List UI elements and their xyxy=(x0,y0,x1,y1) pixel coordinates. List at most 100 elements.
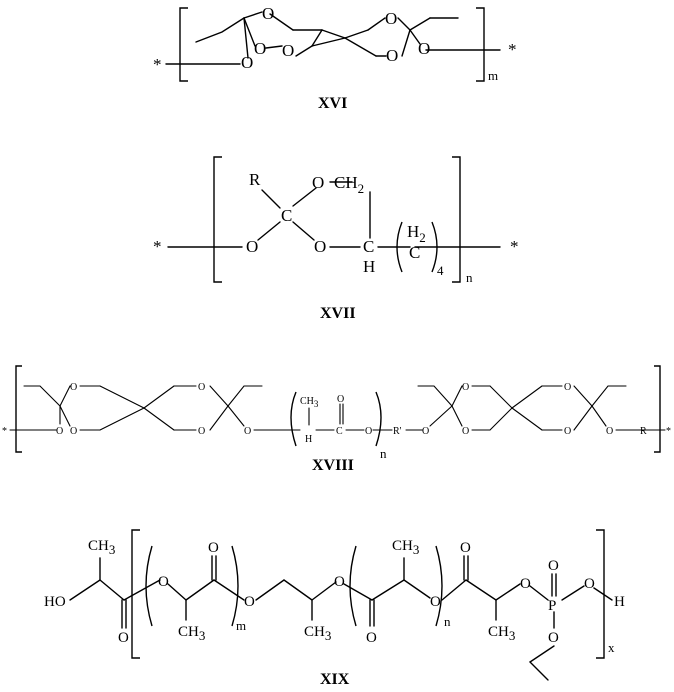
bond xyxy=(402,30,410,56)
bracket-right-xvi xyxy=(476,8,484,81)
bond xyxy=(372,580,404,600)
end-star-right: * xyxy=(510,237,519,256)
bracket-right-xviii xyxy=(654,366,660,452)
structure-xvi: * * m O O O O O O O XVI xyxy=(153,4,517,112)
atom-o: O xyxy=(564,382,571,393)
bond xyxy=(258,222,280,240)
bond xyxy=(210,386,228,406)
atom-o: O xyxy=(606,426,613,437)
atom-ch3: CH3 xyxy=(178,624,205,643)
atom-r: R xyxy=(249,170,261,189)
atom-o: O xyxy=(198,382,205,393)
bond xyxy=(144,386,174,408)
bracket-left-xvi xyxy=(180,8,188,81)
repeat-index-4: 4 xyxy=(437,263,444,278)
bond xyxy=(574,386,592,406)
bond xyxy=(100,408,144,430)
bond xyxy=(574,406,592,430)
bracket-right-xvii xyxy=(452,157,460,282)
bond xyxy=(430,406,452,426)
atom-ch3: CH3 xyxy=(304,624,331,643)
atom-o: O xyxy=(462,382,469,393)
atom-ch3: CH3 xyxy=(88,538,115,557)
bond xyxy=(466,580,496,600)
structure-xvii: * * n R C O CH2 C H O O H2 C 4 XVII xyxy=(153,157,519,322)
structure-xix: CH3 HO O x m O CH3 O O CH3 O n xyxy=(44,530,625,688)
bond xyxy=(496,584,520,600)
atom-o: O xyxy=(282,41,294,60)
bond xyxy=(512,408,542,430)
ethyl xyxy=(24,386,60,406)
ethyl xyxy=(418,386,452,406)
atom-o: O xyxy=(198,426,205,437)
atom-ch3: CH3 xyxy=(392,538,419,557)
bond xyxy=(100,580,124,600)
bond xyxy=(344,584,372,600)
atom-h2: H2 xyxy=(407,222,426,245)
bond xyxy=(168,584,186,600)
paren-right xyxy=(376,392,381,446)
structure-xviii: * * O O O O O O CH3 H C xyxy=(2,366,671,474)
end-star-left: * xyxy=(153,237,162,256)
bond xyxy=(296,46,312,56)
atom-o: O xyxy=(385,9,397,28)
atom-o: O xyxy=(262,4,274,23)
atom-o: O xyxy=(246,237,258,256)
paren-right xyxy=(436,546,442,626)
atom-o: O xyxy=(337,394,344,405)
repeat-index-n: n xyxy=(380,446,387,461)
compound-label-xvi: XVI xyxy=(318,95,347,112)
atom-c: C xyxy=(363,237,374,256)
bond xyxy=(404,580,430,598)
atom-o: O xyxy=(158,574,169,590)
repeat-index-n: n xyxy=(444,614,451,629)
bond xyxy=(442,580,466,600)
atom-c: C xyxy=(281,206,292,225)
repeat-index-m: m xyxy=(488,68,498,83)
atom-o: O xyxy=(70,382,77,393)
compound-label-xix: XIX xyxy=(320,671,350,688)
atom-o: O xyxy=(70,426,77,437)
bond xyxy=(594,588,612,600)
atom-o: O xyxy=(365,426,372,437)
atom-ch3: CH3 xyxy=(488,624,515,643)
atom-p: P xyxy=(548,598,556,614)
bond xyxy=(210,406,228,430)
atom-o: O xyxy=(118,630,129,646)
atom-o: O xyxy=(548,558,559,574)
atom-h: H xyxy=(614,594,625,610)
atom-o: O xyxy=(244,426,251,437)
atom-o: O xyxy=(386,46,398,65)
atom-o: O xyxy=(244,594,255,610)
bond xyxy=(592,406,606,426)
atom-o: O xyxy=(564,426,571,437)
bond xyxy=(530,586,548,600)
atom-o: O xyxy=(366,630,377,646)
ethyl xyxy=(530,646,554,680)
atom-o: O xyxy=(460,540,471,556)
atom-o: O xyxy=(208,540,219,556)
bond xyxy=(244,12,262,18)
bond xyxy=(368,18,385,30)
compound-label-xviii: XVIII xyxy=(312,457,354,474)
bond xyxy=(490,386,512,408)
atom-ch3: CH3 xyxy=(300,396,319,409)
atom-o: O xyxy=(254,39,266,58)
atom-o: O xyxy=(548,630,559,646)
bond xyxy=(266,46,282,48)
bond xyxy=(562,586,584,600)
bond xyxy=(398,18,410,30)
bond xyxy=(512,386,542,408)
atom-o: O xyxy=(520,576,531,592)
bond xyxy=(262,190,280,208)
atom-o: O xyxy=(314,237,326,256)
bond xyxy=(256,580,284,600)
repeat-index-n: n xyxy=(466,270,473,285)
bond xyxy=(345,30,368,38)
atom-ho: HO xyxy=(44,594,66,610)
bond xyxy=(452,406,462,426)
atom-r: R xyxy=(640,426,647,437)
bond xyxy=(214,580,244,600)
atom-rprime: R' xyxy=(393,426,402,437)
